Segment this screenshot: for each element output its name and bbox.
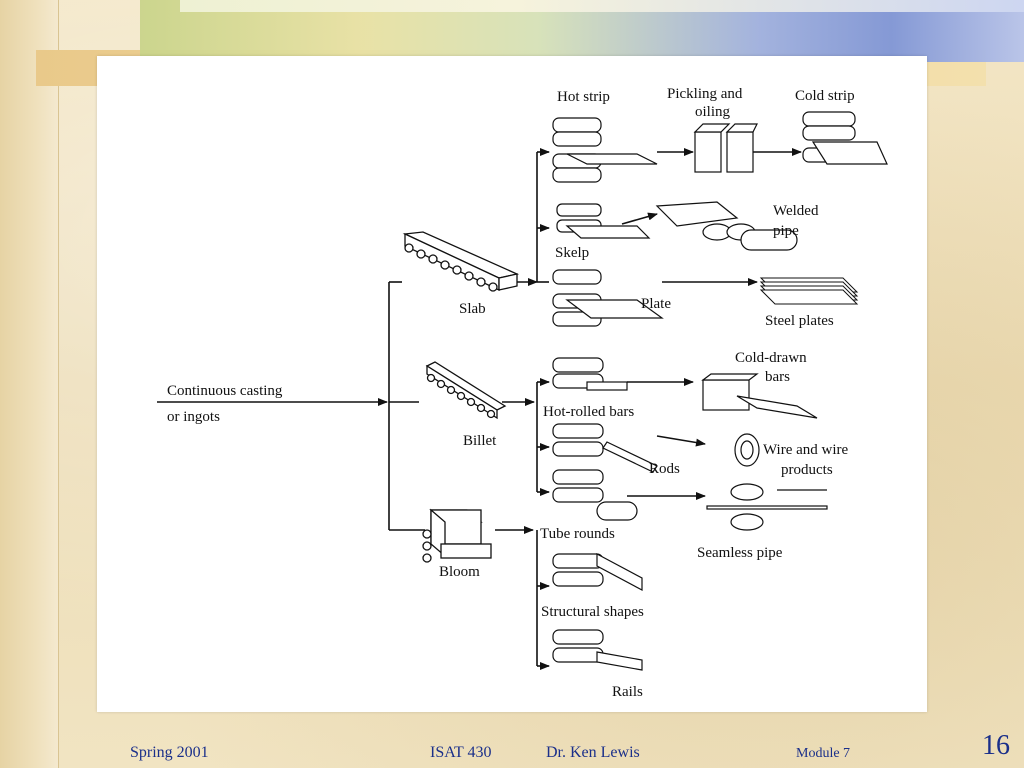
label-hot-rolled-bars: Hot-rolled bars <box>543 404 634 420</box>
rails-mill <box>552 629 643 671</box>
label-seamless-pipe: Seamless pipe <box>697 545 783 561</box>
arrow-to-welded-pipe <box>621 212 658 225</box>
welded-pipe-drawing <box>655 201 798 251</box>
label-bars: bars <box>765 369 790 385</box>
label-slab: Slab <box>459 301 486 317</box>
label-products: products <box>781 462 833 478</box>
label-skelp: Skelp <box>555 245 589 261</box>
skelp-mill <box>556 203 651 239</box>
pickling-tanks <box>693 123 758 173</box>
arrow-to-wire-products <box>656 435 706 447</box>
label-rails: Rails <box>612 684 643 700</box>
label-plate: Plate <box>641 296 671 312</box>
cold-strip-drawing <box>802 111 888 165</box>
left-decor-strip <box>0 0 59 768</box>
label-cold-drawn: Cold-drawn <box>735 350 807 366</box>
footer-term: Spring 2001 <box>130 744 209 761</box>
label-continuous-casting: Continuous casting <box>167 383 283 399</box>
label-steel-plates: Steel plates <box>765 313 834 329</box>
label-oiling: oiling <box>695 104 731 120</box>
rod-mill <box>552 423 658 473</box>
footer-course: ISAT 430 <box>430 744 492 761</box>
diagram-paper <box>97 56 927 712</box>
wire-coil-drawing <box>734 433 760 467</box>
bloom-drawing <box>422 508 492 563</box>
steel-processing-flow-diagram: Continuous casting or ingots Slab Billet… <box>157 86 888 700</box>
steel-plates-stack <box>759 277 859 305</box>
label-or-ingots: or ingots <box>167 409 220 425</box>
label-rods: Rods <box>649 461 680 477</box>
label-tube-rounds: Tube rounds <box>540 526 615 542</box>
seamless-pipe-drawing <box>706 483 828 531</box>
label-hot-strip: Hot strip <box>557 89 610 105</box>
footer-instructor: Dr. Ken Lewis <box>546 744 640 761</box>
slab-drawing <box>402 231 520 292</box>
label-structural-shapes: Structural shapes <box>541 604 644 620</box>
flow-lines <box>157 148 802 670</box>
label-pickling: Pickling and <box>667 86 743 102</box>
hot-strip-mill <box>552 117 658 183</box>
plate-mill <box>552 269 664 327</box>
label-bloom: Bloom <box>439 564 480 580</box>
cold-drawn-bars-drawing <box>701 373 818 419</box>
tube-rounds-mill <box>552 469 638 521</box>
structural-shapes-mill <box>552 553 643 591</box>
slide-page-number: 16 <box>982 730 1010 761</box>
label-wire-and-wire: Wire and wire <box>763 442 849 458</box>
footer-module: Module 7 <box>796 746 851 761</box>
label-cold-strip: Cold strip <box>795 88 855 104</box>
label-welded: Welded <box>773 203 819 219</box>
billet-drawing <box>425 361 507 420</box>
header-photo-highlight <box>180 0 1024 12</box>
label-pipe: pipe <box>773 223 799 239</box>
hot-rolled-bar-mill <box>552 357 628 391</box>
label-billet: Billet <box>463 433 497 449</box>
